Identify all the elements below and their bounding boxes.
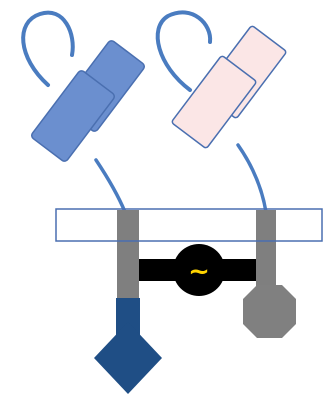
linker-symbol: ~ [188,257,210,287]
left-receptor-loop [23,13,73,85]
left-receptor-stalk [96,160,125,212]
right-transmembrane-segment [256,210,276,298]
right-receptor-loop [158,12,210,90]
cell-membrane [56,209,322,241]
left-tail-diamond [94,322,162,394]
left-transmembrane-segment [117,210,139,298]
right-tail-octagon [243,285,296,338]
right-receptor-stalk [238,145,266,212]
